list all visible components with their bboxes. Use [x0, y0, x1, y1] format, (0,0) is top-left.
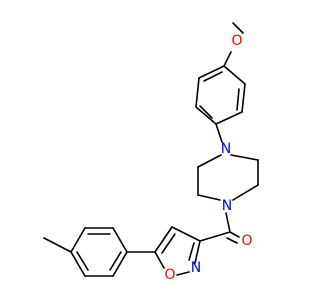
molecule-structure: O N N O N O — [43, 22, 259, 283]
bond-isox-n-c3 — [194, 240, 201, 264]
bond-ar1-1 — [223, 65, 246, 85]
bond-pip-1 — [230, 154, 259, 161]
bond-layer — [43, 22, 259, 277]
bond-isox-n-c3-inner — [188, 242, 195, 261]
atom-o-methoxy: O — [231, 33, 242, 49]
bond-pip-6 — [197, 154, 222, 168]
bond-isox-c5-o — [154, 251, 165, 269]
bond-ar2-3 — [70, 227, 86, 253]
bond-isox-c3-c4 — [171, 226, 201, 242]
bond-ar2-inner-3 — [109, 251, 122, 271]
bond-o-ring — [223, 51, 232, 67]
bond-ar1-2 — [241, 83, 246, 113]
bond-isox-o-n — [176, 271, 190, 276]
bond-ar2-inner-2 — [76, 251, 89, 271]
atom-n-piperazine-top: N — [221, 141, 231, 157]
bond-co-2 — [226, 237, 238, 244]
bond-ar1-6 — [198, 65, 225, 79]
bond-co-1 — [229, 231, 240, 238]
bond-n-carbonyl — [225, 212, 231, 233]
bond-ar1-inner-3 — [203, 71, 223, 82]
bond-isox-c4-c5-inner — [161, 233, 176, 254]
bond-pip-4 — [197, 194, 221, 201]
atom-n-piperazine-bottom: N — [222, 198, 232, 214]
bond-pip-3 — [232, 184, 259, 201]
bond-carbonyl-isoxazole — [199, 231, 231, 242]
bond-aryl-n — [215, 123, 223, 143]
bond-ar2-4 — [70, 251, 86, 277]
atom-n-isoxazole: N — [191, 260, 201, 276]
bond-isox-c4-c5 — [154, 226, 173, 253]
bond-ar1-inner-2 — [199, 105, 213, 119]
bond-ar2-6 — [112, 251, 128, 277]
bond-ar1-inner-1 — [236, 88, 240, 111]
bond-ar1-3 — [215, 111, 243, 125]
atom-o-isoxazole: O — [164, 267, 175, 283]
bond-ar1-5 — [195, 77, 200, 108]
atom-label-layer: O N N O N O — [164, 33, 252, 283]
bond-ar1-4 — [195, 106, 217, 125]
atom-o-carbonyl: O — [241, 233, 252, 249]
bond-methyl-o — [232, 22, 244, 34]
bond-tolyl-methyl — [43, 237, 72, 253]
bond-ar2-1 — [112, 227, 128, 253]
